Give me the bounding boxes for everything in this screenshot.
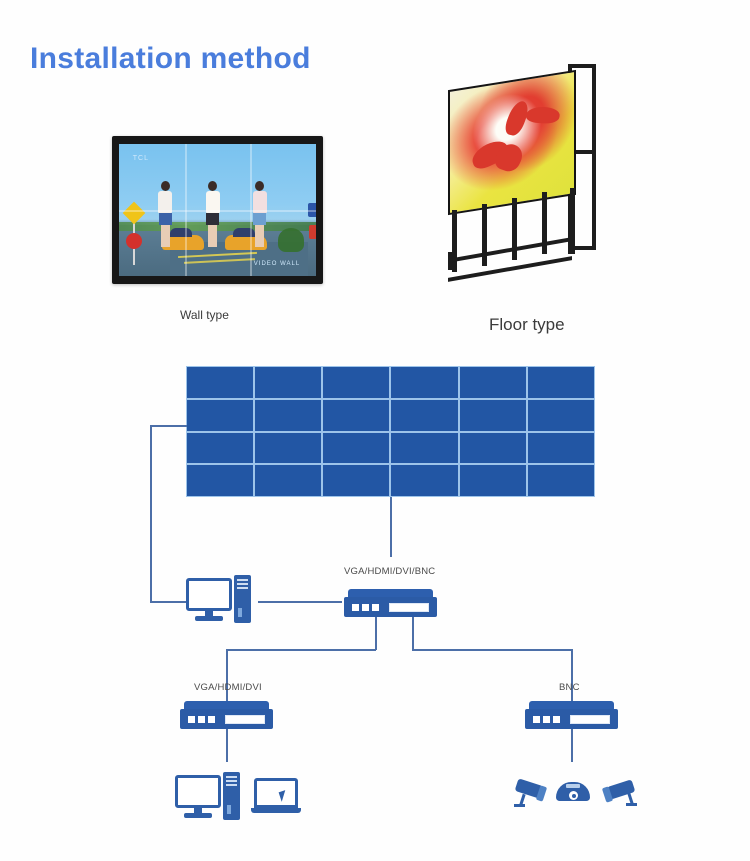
- line-left-dvr-to-outputs: [226, 729, 228, 762]
- left-dvr-icon: [180, 701, 273, 729]
- line-left-branch-horizontal: [226, 649, 376, 651]
- line-bracket-vertical: [150, 425, 152, 602]
- monitor-icon: [175, 775, 221, 808]
- wall-seam-vertical-1: [184, 144, 187, 276]
- page-title: Installation method: [30, 42, 311, 75]
- line-wall-to-main-dvr: [390, 497, 392, 557]
- laptop-screen: [254, 778, 298, 808]
- video-wall-panel: [459, 399, 526, 431]
- dvr-display-bar: [389, 603, 429, 612]
- video-wall-panel: [459, 465, 526, 496]
- video-wall-panel: [255, 465, 322, 496]
- video-wall-panel: [323, 465, 390, 496]
- dvr-display-bar: [225, 715, 265, 724]
- pc-tower-icon: [223, 772, 240, 820]
- floor-base-cross-1: [448, 252, 452, 270]
- floor-leg-2: [482, 204, 487, 266]
- dvr-leds: [188, 716, 215, 723]
- video-wall-panel: [527, 399, 594, 431]
- video-wall-panel: [459, 432, 526, 464]
- video-wall-grid: [186, 366, 595, 497]
- video-wall-panel: [187, 367, 254, 398]
- wall-seam-vertical-2: [250, 144, 253, 276]
- video-wall-panel: [187, 399, 254, 431]
- video-wall-panel: [391, 432, 458, 464]
- wall-type-caption: Wall type: [180, 308, 229, 322]
- video-wall-panel: [391, 399, 458, 431]
- right-dvr-label: BNC: [559, 682, 580, 693]
- photo-model-3: [252, 180, 267, 247]
- video-wall-panel: [323, 399, 390, 431]
- dome-camera-icon: [556, 782, 590, 801]
- monitor-icon: [186, 578, 232, 611]
- dvr-display-bar: [570, 715, 610, 724]
- photo-logo-topleft: TCL: [132, 154, 150, 162]
- video-wall-panel: [255, 367, 322, 398]
- pc-tower-icon: [234, 575, 251, 623]
- video-wall-panel: [527, 465, 594, 496]
- photo-bush: [278, 228, 305, 253]
- floor-type-caption: Floor type: [489, 315, 565, 334]
- video-wall-panel: [187, 465, 254, 496]
- wall-type-photo: TCL VIDEO WALL: [112, 136, 323, 284]
- floor-leg-5: [570, 188, 575, 254]
- video-wall-panel: [323, 367, 390, 398]
- wall-seam-horizontal-1: [119, 210, 316, 212]
- main-dvr-icon: [344, 589, 437, 617]
- line-pc-to-main-dvr: [258, 601, 342, 603]
- photo-model-2: [205, 180, 220, 247]
- main-dvr-label: VGA/HDMI/DVI/BNC: [344, 566, 436, 577]
- photo-grass: [119, 221, 316, 232]
- line-right-branch-horizontal: [412, 649, 572, 651]
- line-right-dvr-to-cameras: [571, 729, 573, 762]
- dvr-leds: [533, 716, 560, 723]
- photo-logo-bottomright: VIDEO WALL: [253, 260, 301, 267]
- floor-leg-4: [542, 192, 547, 254]
- floor-leg-1: [452, 210, 457, 272]
- video-wall-panel: [459, 367, 526, 398]
- line-wall-to-bracket: [150, 425, 187, 427]
- video-wall-panel: [323, 432, 390, 464]
- left-dvr-label: VGA/HDMI/DVI: [194, 682, 262, 693]
- line-bracket-to-pc: [150, 601, 186, 603]
- floor-base-cross-2: [568, 234, 572, 254]
- line-branch-to-right-dvr: [571, 649, 573, 701]
- video-wall-panel: [391, 465, 458, 496]
- floor-base-front: [448, 256, 572, 282]
- line-main-dvr-left-drop: [375, 616, 377, 650]
- line-branch-to-left-dvr: [226, 649, 228, 701]
- video-wall-panel: [527, 367, 594, 398]
- photo-model-1: [158, 180, 173, 247]
- floor-type-photo: [440, 62, 600, 282]
- line-main-dvr-right-drop: [412, 616, 414, 650]
- video-wall-panel: [187, 432, 254, 464]
- right-dvr-icon: [525, 701, 618, 729]
- video-wall-panel: [255, 399, 322, 431]
- video-wall-panel: [255, 432, 322, 464]
- photo-car-1: [162, 227, 205, 250]
- video-wall-panel: [527, 432, 594, 464]
- floor-leg-3: [512, 198, 517, 260]
- dvr-leds: [352, 604, 379, 611]
- camera-lens-icon: [569, 791, 578, 800]
- floor-type-screen: [448, 69, 576, 216]
- video-wall-panel: [391, 367, 458, 398]
- wall-type-screen: TCL VIDEO WALL: [119, 144, 316, 276]
